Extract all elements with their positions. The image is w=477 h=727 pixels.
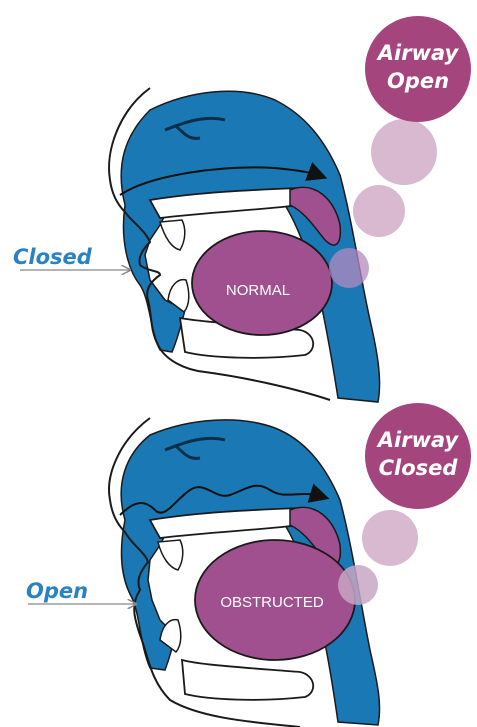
tongue-label: NORMAL: [226, 282, 290, 299]
upper-teeth: [160, 220, 185, 250]
airway-status-line-1: Airway: [376, 41, 460, 65]
airway-status-line-2: Closed: [379, 456, 459, 480]
panel-normal: Airway Open NORMAL Closed: [13, 16, 471, 402]
bubble-small-3: [329, 248, 369, 288]
jaw-bone: [182, 660, 313, 700]
mouth-label: Closed: [13, 245, 93, 269]
upper-teeth: [158, 540, 183, 570]
airway-status-line-1: Airway: [376, 428, 460, 452]
tongue-label: OBSTRUCTED: [220, 594, 324, 611]
bubble-small-1: [371, 119, 437, 185]
bubble-small-1: [362, 510, 418, 566]
bubble-small-2: [353, 185, 405, 237]
bubble-small-2: [338, 565, 378, 605]
panel-obstructed: Airway Closed OBSTRUCTED Open: [26, 403, 471, 727]
mouth-label: Open: [26, 579, 88, 603]
airway-status-line-2: Open: [387, 69, 449, 93]
